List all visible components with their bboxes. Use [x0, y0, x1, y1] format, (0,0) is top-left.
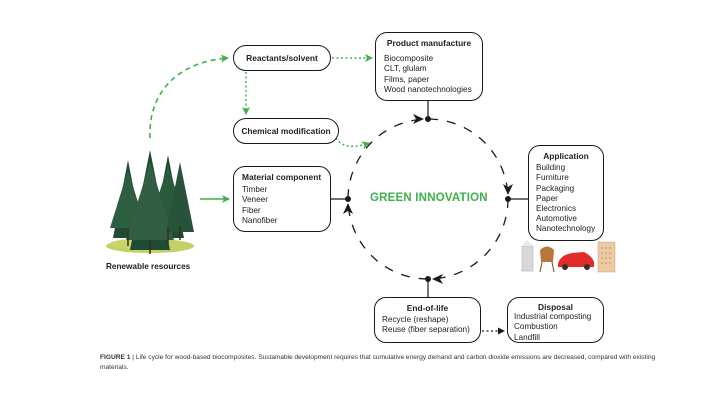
application-item: Nanotechnology [536, 224, 596, 234]
junction-bottom [425, 276, 431, 282]
arrow-resources-to-reactants [149, 54, 229, 139]
reactants-label: Reactants/solvent [246, 52, 318, 63]
product-item: Wood nanotechnologies [384, 84, 472, 94]
product-item: CLT, glulam [384, 64, 427, 74]
caption-text: Life cycle for wood-based biocomposites.… [100, 354, 656, 371]
application-item: Electronics [536, 204, 577, 214]
cycle-arrow-right [503, 184, 513, 195]
end-of-life-item: Recycle (reshape) [382, 315, 449, 325]
figure-label: FIGURE 1 [100, 354, 131, 361]
forest-trees-icon [106, 150, 194, 254]
renewable-resources-label: Renewable resources [106, 262, 191, 271]
application-node: Application Building Furniture Packaging… [528, 145, 604, 241]
disposal-item: Industrial composting [514, 312, 592, 322]
product-manufacture-node: Product manufacture Biocomposite CLT, gl… [375, 32, 483, 101]
application-item: Building [536, 163, 566, 173]
cycle-arrow-bottom [432, 274, 443, 284]
end-of-life-item: Reuse (fiber separation) [382, 325, 470, 335]
caption-separator: | [130, 354, 136, 361]
disposal-node: Disposal Industrial composting Combustio… [507, 297, 604, 343]
green-innovation-label: GREEN INNOVATION [370, 192, 488, 204]
application-title: Application [543, 151, 589, 161]
product-item: Films, paper [384, 74, 430, 84]
figure-caption: FIGURE 1 | Life cycle for wood-based bio… [100, 353, 660, 373]
end-of-life-node: End-of-life Recycle (reshape) Reuse (fib… [374, 297, 481, 343]
junction-right [505, 196, 511, 202]
car-icon [558, 252, 594, 270]
building-panel-icon [597, 241, 616, 273]
material-item: Fiber [242, 205, 261, 215]
junction-top [425, 116, 431, 122]
arrow-chemical-to-cycle [335, 137, 370, 150]
material-item: Nanofiber [242, 215, 278, 225]
reactants-solvent-node: Reactants/solvent [233, 45, 331, 71]
application-item: Paper [536, 193, 558, 203]
cycle-arrow-left [343, 203, 353, 214]
product-manufacture-title: Product manufacture [386, 38, 472, 48]
disposal-item: Landfill [514, 332, 540, 342]
application-item: Automotive [536, 214, 577, 224]
chemical-modification-label: Chemical modification [241, 125, 331, 136]
product-item: Biocomposite [384, 54, 434, 64]
chair-icon [539, 246, 555, 273]
junction-left [345, 196, 351, 202]
chemical-modification-node: Chemical modification [233, 118, 339, 144]
carton-icon [521, 240, 534, 272]
disposal-title: Disposal [538, 302, 573, 312]
material-component-node: Material component Timber Veneer Fiber N… [233, 166, 331, 232]
material-item: Timber [242, 185, 268, 195]
cycle-arrow-top [413, 114, 424, 124]
material-item: Veneer [242, 195, 268, 205]
application-item: Packaging [536, 183, 575, 193]
material-component-title: Material component [242, 172, 322, 182]
disposal-item: Combustion [514, 322, 558, 332]
application-item: Furniture [536, 173, 569, 183]
end-of-life-title: End-of-life [406, 303, 449, 313]
